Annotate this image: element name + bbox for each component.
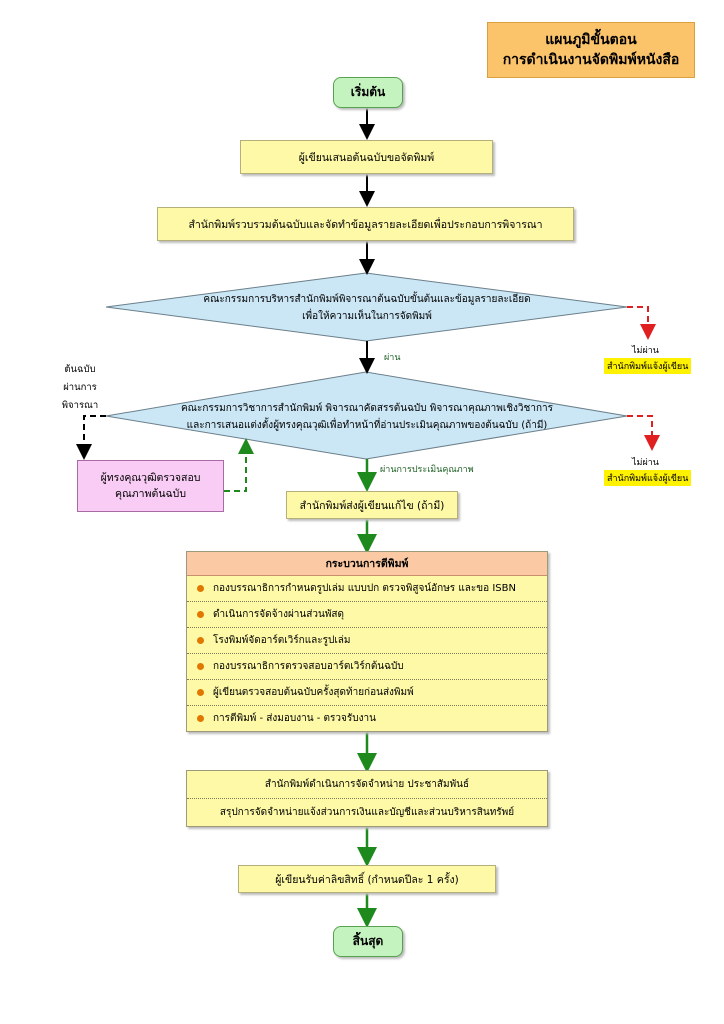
distribution-line1: สำนักพิมพ์ดำเนินการจัดจำหน่าย ประชาสัมพั… <box>264 779 470 790</box>
side-label-manuscript-passed: ต้นฉบับ ผ่านการ พิจารณา <box>50 361 110 415</box>
printing-process-box: กระบวนการตีพิมพ์ กองบรรณาธิการกำหนดรูปเล… <box>186 551 548 732</box>
printing-process-header: กระบวนการตีพิมพ์ <box>187 552 547 576</box>
bullet-icon <box>197 715 204 722</box>
board-review-decision: คณะกรรมการบริหารสำนักพิมพ์พิจารณาต้นฉบับ… <box>176 290 558 326</box>
academic-fail-label: ไม่ผ่าน <box>632 458 659 468</box>
arrow-board-fail <box>627 306 656 340</box>
printing-item: ดำเนินการจัดจ้างผ่านส่วนพัสดุ <box>187 602 547 628</box>
bullet-icon <box>197 663 204 670</box>
board-fail-note: สำนักพิมพ์แจ้งผู้เขียน <box>604 358 692 374</box>
distribution-line2: สรุปการจัดจำหน่ายแจ้งส่วนการเงินและบัญชี… <box>187 798 547 826</box>
step-distribution: สำนักพิมพ์ดำเนินการจัดจำหน่าย ประชาสัมพั… <box>186 770 548 827</box>
printing-item: กองบรรณาธิการกำหนดรูปเล่ม แบบปก ตรวจพิสู… <box>187 576 547 602</box>
step-press-collect: สำนักพิมพ์รวบรวมต้นฉบับและจัดทำข้อมูลราย… <box>157 207 574 241</box>
expert-line2: คุณภาพต้นฉบับ <box>115 488 186 500</box>
chart-title-box: แผนภูมิขั้นตอน การดำเนินงานจัดพิมพ์หนังส… <box>487 22 695 78</box>
start-terminal: เริ่มต้น <box>333 77 403 108</box>
step-author-submit: ผู้เขียนเสนอต้นฉบับขอจัดพิมพ์ <box>240 140 493 174</box>
academic-fail-note: สำนักพิมพ์แจ้งผู้เขียน <box>604 470 692 486</box>
side-label-line1: ต้นฉบับ <box>64 364 96 375</box>
end-terminal: สิ้นสุด <box>333 926 403 957</box>
printing-item-text: กองบรรณาธิการกำหนดรูปเล่ม แบบปก ตรวจพิสู… <box>213 583 516 594</box>
printing-item: โรงพิมพ์จัดอาร์ตเวิร์กและรูปเล่ม <box>187 628 547 654</box>
chart-title-line1: แผนภูมิขั้นตอน <box>545 32 637 48</box>
chart-title-line2: การดำเนินงานจัดพิมพ์หนังสือ <box>502 52 680 68</box>
arrow-expert-to-academic <box>224 438 254 492</box>
bullet-icon <box>197 611 204 618</box>
printing-item: กองบรรณาธิการตรวจสอบอาร์ตเวิร์กต้นฉบับ <box>187 654 547 680</box>
expert-line1: ผู้ทรงคุณวุฒิตรวจสอบ <box>100 472 201 484</box>
board-review-line1: คณะกรรมการบริหารสำนักพิมพ์พิจารณาต้นฉบับ… <box>203 294 531 305</box>
academic-review-decision: คณะกรรมการวิชาการสำนักพิมพ์ พิจารณาคัดสร… <box>160 399 574 435</box>
step-royalty: ผู้เขียนรับค่าลิขสิทธิ์ (กำหนดปีละ 1 ครั… <box>238 865 496 893</box>
side-label-line2: ผ่านการ <box>63 382 97 393</box>
step-send-back-author: สำนักพิมพ์ส่งผู้เขียนแก้ไข (ถ้ามี) <box>286 491 458 519</box>
arrow-academic-fail <box>627 415 660 451</box>
printing-item-text: กองบรรณาธิการตรวจสอบอาร์ตเวิร์กต้นฉบับ <box>213 661 404 672</box>
pass-quality-label: ผ่านการประเมินคุณภาพ <box>380 465 474 475</box>
printing-item-text: ผู้เขียนตรวจสอบต้นฉบับครั้งสุดท้ายก่อนส่… <box>213 687 414 698</box>
bullet-icon <box>197 689 204 696</box>
academic-review-line2: และการเสนอแต่งตั้งผู้ทรงคุณวุฒิเพื่อทำหน… <box>186 420 548 431</box>
board-review-line2: เพื่อให้ความเห็นในการจัดพิมพ์ <box>302 311 432 322</box>
bullet-icon <box>197 585 204 592</box>
side-label-line3: พิจารณา <box>61 400 99 411</box>
board-pass-label: ผ่าน <box>384 353 401 363</box>
academic-review-line1: คณะกรรมการวิชาการสำนักพิมพ์ พิจารณาคัดสร… <box>180 403 553 414</box>
board-fail-label: ไม่ผ่าน <box>632 346 659 356</box>
printing-item-text: โรงพิมพ์จัดอาร์ตเวิร์กและรูปเล่ม <box>213 635 351 646</box>
printing-item: ผู้เขียนตรวจสอบต้นฉบับครั้งสุดท้ายก่อนส่… <box>187 680 547 706</box>
printing-item-text: การตีพิมพ์ - ส่งมอบงาน - ตรวจรับงาน <box>213 713 376 724</box>
bullet-icon <box>197 637 204 644</box>
expert-review-box: ผู้ทรงคุณวุฒิตรวจสอบ คุณภาพต้นฉบับ <box>77 460 224 512</box>
arrow-academic-to-expert <box>76 415 106 460</box>
printing-item: การตีพิมพ์ - ส่งมอบงาน - ตรวจรับงาน <box>187 706 547 731</box>
printing-item-text: ดำเนินการจัดจ้างผ่านส่วนพัสดุ <box>213 609 345 620</box>
